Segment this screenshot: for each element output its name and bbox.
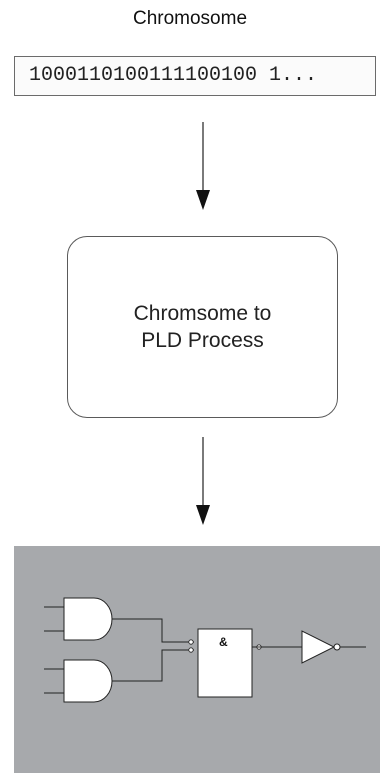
arrow-process-to-pld [196,437,210,525]
and-gate-top [44,597,113,641]
process-label-line1: Chromsome to [133,302,272,325]
and-gate-bottom [44,659,113,703]
inverter-gate [301,630,366,664]
wire-bottom [112,649,194,682]
chromosome-bitstring: 1000110100111100100 1... [14,56,376,96]
chromosome-to-pld-process-box: Chromsome to PLD Process [67,236,338,418]
wire-top [112,618,194,643]
chromosome-title: Chromosome [132,8,248,29]
logic-circuit: & [44,597,366,703]
pld-circuit-panel: & [14,546,380,773]
central-and-gate: & [188,628,262,698]
process-label-line2: PLD Process [141,329,264,352]
and-symbol: & [219,635,228,649]
arrow-chromosome-to-process [196,122,210,210]
